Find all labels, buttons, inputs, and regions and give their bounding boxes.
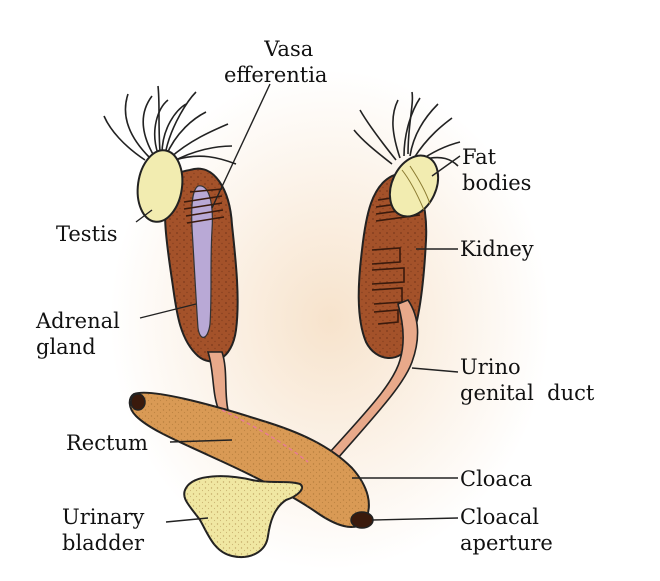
label-fat-bodies-line2: bodies: [462, 171, 532, 195]
leader-lines: [135, 83, 461, 523]
label-kidney-line1: Kidney: [460, 237, 534, 261]
adrenal-gland-stripe: [191, 185, 213, 338]
urinary-bladder-texture: [184, 476, 303, 558]
label-rectum-line1: Rectum: [66, 431, 148, 455]
label-vasa-efferentia-line1: Vasa: [264, 37, 314, 61]
label-fat-bodies: Fat bodies: [462, 144, 531, 196]
fat-body-right-lines: [401, 165, 431, 211]
label-vasa-efferentia: Vasa efferentia: [224, 36, 327, 88]
vasa-efferentia-ducts: [183, 188, 225, 224]
label-testis: Testis: [56, 221, 118, 247]
leader-cloacal-aperture: [371, 517, 459, 521]
label-rectum: Rectum: [66, 430, 148, 456]
label-urino-genital-duct-line1: Urino: [460, 355, 521, 379]
label-adrenal-gland: Adrenal gland: [36, 308, 120, 360]
label-cloacal-aperture: Cloacal aperture: [460, 504, 553, 556]
label-urino-genital-duct: Urino genital duct: [460, 354, 594, 406]
label-adrenal-gland-line1: Adrenal: [36, 309, 120, 333]
label-vasa-efferentia-line2: efferentia: [224, 63, 328, 87]
leader-rectum: [169, 439, 233, 443]
leader-vasa-efferentia: [211, 83, 271, 209]
cloacal-aperture-opening: [350, 511, 374, 529]
label-adrenal-gland-line2: gland: [36, 335, 96, 359]
sperm-duct-line: [221, 409, 309, 463]
label-fat-bodies-line1: Fat: [462, 145, 497, 169]
rectum-opening: [130, 393, 146, 411]
label-cloacal-aperture-line1: Cloacal: [460, 505, 539, 529]
label-urinary-bladder: Urinary bladder: [62, 504, 144, 556]
testis: [136, 149, 184, 223]
rectum-texture: [129, 392, 369, 527]
label-cloaca-line1: Cloaca: [460, 467, 533, 491]
label-urinary-bladder-line2: bladder: [62, 531, 145, 555]
leader-adrenal-gland: [139, 303, 197, 319]
leader-urinary-bladder: [165, 517, 209, 523]
fat-body-right: [388, 154, 440, 218]
leader-testis: [135, 209, 153, 223]
label-kidney: Kidney: [460, 236, 534, 262]
fat-body-strands-left: [103, 85, 237, 165]
label-urinary-bladder-line1: Urinary: [62, 505, 145, 529]
label-urino-genital-duct-line2: genital duct: [460, 381, 595, 405]
leader-urino-genital-duct: [411, 367, 459, 373]
label-testis-line1: Testis: [56, 222, 118, 246]
label-cloaca: Cloaca: [460, 466, 532, 492]
label-cloacal-aperture-line2: aperture: [460, 531, 553, 555]
leader-fat-bodies: [431, 155, 461, 177]
